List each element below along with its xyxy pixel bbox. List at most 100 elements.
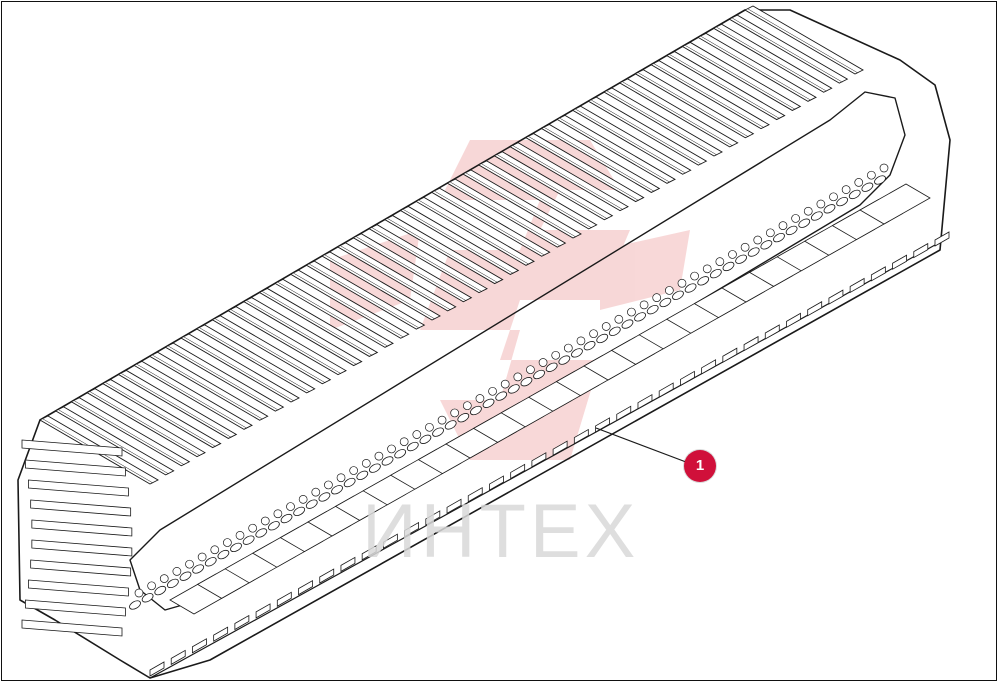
callout-badge[interactable]: 1 — [684, 450, 716, 482]
tread-lug-ridge — [152, 355, 263, 420]
tread-lug-ridge — [716, 27, 827, 92]
bottom-lug — [934, 231, 950, 247]
tread-lug — [477, 160, 598, 230]
tread-lug-ridge — [403, 209, 514, 274]
bottom-lug — [595, 417, 610, 433]
tread-lug-ridge — [293, 273, 404, 338]
bottom-lug — [573, 428, 589, 445]
chain-link — [571, 348, 583, 358]
guide-roller — [702, 264, 712, 274]
tread-lug-ridge — [356, 236, 467, 301]
guide-roller — [766, 228, 775, 238]
tread-lug-ridge — [653, 63, 765, 128]
guide-roller — [260, 516, 270, 526]
guide-roller — [526, 365, 535, 375]
guide-roller — [324, 480, 333, 490]
guide-roller — [740, 242, 750, 252]
guide-roller — [829, 192, 838, 202]
tread-lug-ridge — [575, 109, 686, 174]
chain-link — [217, 549, 230, 560]
chain-link — [331, 485, 343, 495]
chain-link — [318, 492, 331, 502]
tread-lug — [697, 32, 817, 102]
chain-link — [874, 175, 886, 185]
tread-lug-ridge — [371, 227, 483, 292]
tread-lug — [493, 151, 614, 221]
tread-lug — [164, 342, 285, 412]
guide-roller — [374, 451, 384, 461]
chain-link — [381, 456, 394, 466]
chain-link — [457, 413, 470, 423]
guide-roller — [185, 559, 194, 569]
bottom-lug — [382, 533, 398, 549]
guide-roller — [803, 206, 813, 216]
tread-lug — [289, 269, 410, 339]
tread-lug-ridge — [89, 391, 201, 456]
guide-roller — [387, 444, 396, 454]
guide-chain — [129, 163, 889, 610]
bottom-lug — [616, 405, 632, 422]
tread-lug-ridge — [199, 327, 310, 393]
bottom-lug — [849, 277, 865, 294]
guide-roller — [715, 257, 725, 266]
end-lug — [21, 439, 123, 457]
tread-lug — [399, 205, 520, 275]
tread-lug — [242, 297, 363, 367]
chain-link — [369, 463, 381, 473]
chain-link — [204, 557, 217, 567]
tread-lug-ridge — [324, 254, 436, 320]
tread-lug — [211, 315, 332, 385]
tread-lug — [336, 242, 457, 312]
bottom-lug — [319, 568, 335, 584]
chain-link — [141, 593, 154, 603]
chain-link — [179, 571, 192, 581]
bottom-lug — [637, 394, 653, 410]
end-lug — [31, 539, 133, 557]
tread-lug — [571, 105, 692, 175]
chain-link — [798, 218, 811, 228]
end-lug — [25, 599, 126, 617]
guide-roller — [753, 235, 763, 245]
tread-lug-ridge — [309, 263, 420, 329]
bottom-lug — [255, 603, 271, 619]
bottom-lug — [192, 638, 207, 654]
guide-roller — [159, 574, 169, 583]
bottom-lug — [425, 510, 441, 526]
tread-lug-ridge — [136, 364, 248, 429]
guide-roller — [791, 214, 800, 223]
guide-roller — [728, 250, 737, 259]
callout-leader-line — [595, 427, 687, 463]
tread-lug — [603, 87, 723, 157]
guide-roller — [134, 588, 144, 598]
tread-lug-ridge — [591, 99, 702, 165]
chain-link — [836, 196, 849, 207]
end-lug — [28, 579, 129, 597]
tread-lug — [446, 178, 567, 248]
bottom-lug — [340, 556, 356, 573]
tread-lug — [117, 369, 238, 439]
guide-roller — [816, 199, 826, 209]
guide-roller — [412, 430, 422, 439]
end-lug — [30, 499, 132, 517]
bottom-lug — [213, 626, 229, 642]
tread-lug — [744, 5, 864, 75]
tread-lug — [368, 224, 488, 294]
chain-link — [785, 225, 798, 236]
guide-roller — [235, 531, 245, 540]
guide-roller — [854, 178, 864, 187]
bottom-lug — [404, 521, 419, 538]
bottom-lug — [276, 591, 292, 607]
end-lug — [30, 559, 132, 577]
bottom-lug — [170, 649, 186, 666]
tread-lug-ridge — [340, 245, 451, 311]
guide-roller — [425, 422, 434, 432]
guide-roller — [462, 401, 472, 411]
tread-lug-ridge — [497, 154, 608, 219]
bottom-lug — [658, 382, 674, 398]
guide-roller — [639, 300, 649, 310]
tread-lug-ridge — [230, 309, 342, 374]
chain-link — [583, 341, 596, 351]
tread-lug — [712, 23, 833, 93]
chain-link — [684, 283, 697, 293]
